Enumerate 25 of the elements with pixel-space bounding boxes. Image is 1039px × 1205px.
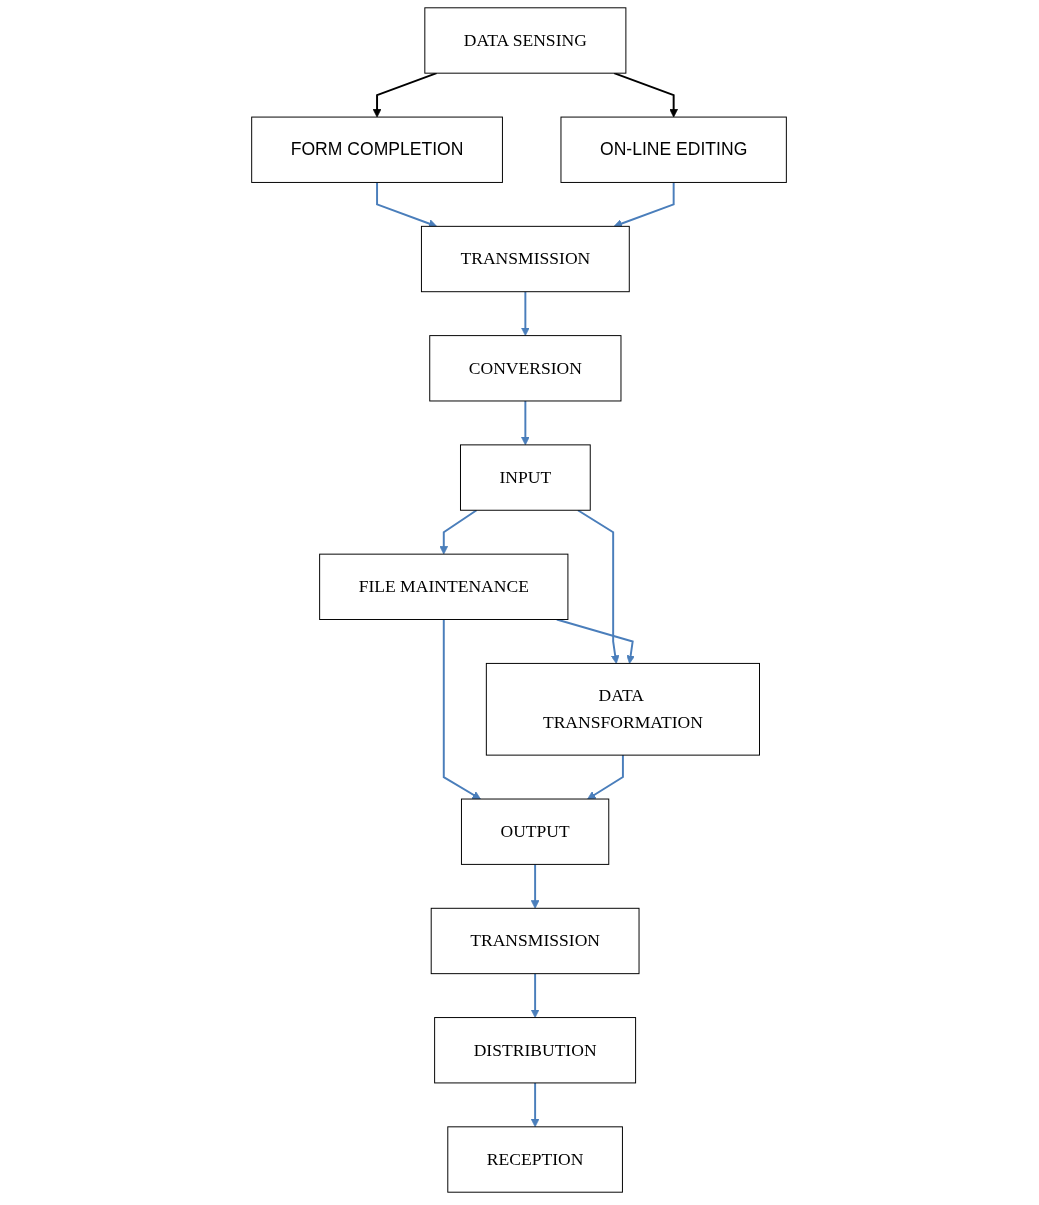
arrow	[531, 972, 540, 1018]
arrow	[577, 509, 620, 664]
node-box: TRANSMISSION	[421, 225, 631, 293]
arrow	[613, 72, 679, 118]
node-box: FILE MAINTENANCE	[319, 553, 569, 620]
arrow	[443, 618, 482, 800]
arrow	[556, 618, 636, 664]
arrow	[439, 509, 478, 555]
node-box: DISTRIBUTION	[434, 1017, 637, 1084]
arrow	[587, 754, 625, 800]
arrow	[531, 1081, 540, 1128]
node-box: RECEPTION	[447, 1126, 624, 1193]
node-box: FORM COMPLETION	[251, 116, 504, 183]
node-box: ON-LINE EDITING	[560, 116, 788, 183]
arrow	[376, 181, 438, 228]
node-box: CONVERSION	[429, 335, 622, 402]
node-box: OUTPUT	[461, 798, 610, 865]
node-box: TRANSMISSION	[431, 907, 640, 975]
arrow	[521, 400, 531, 446]
node-box: INPUT	[460, 444, 592, 511]
arrow	[521, 290, 531, 336]
arrow	[531, 863, 540, 909]
node-box: DATA SENSING	[424, 7, 627, 74]
node-box: DATA TRANSFORMATION	[486, 662, 761, 756]
arrow	[614, 181, 676, 228]
